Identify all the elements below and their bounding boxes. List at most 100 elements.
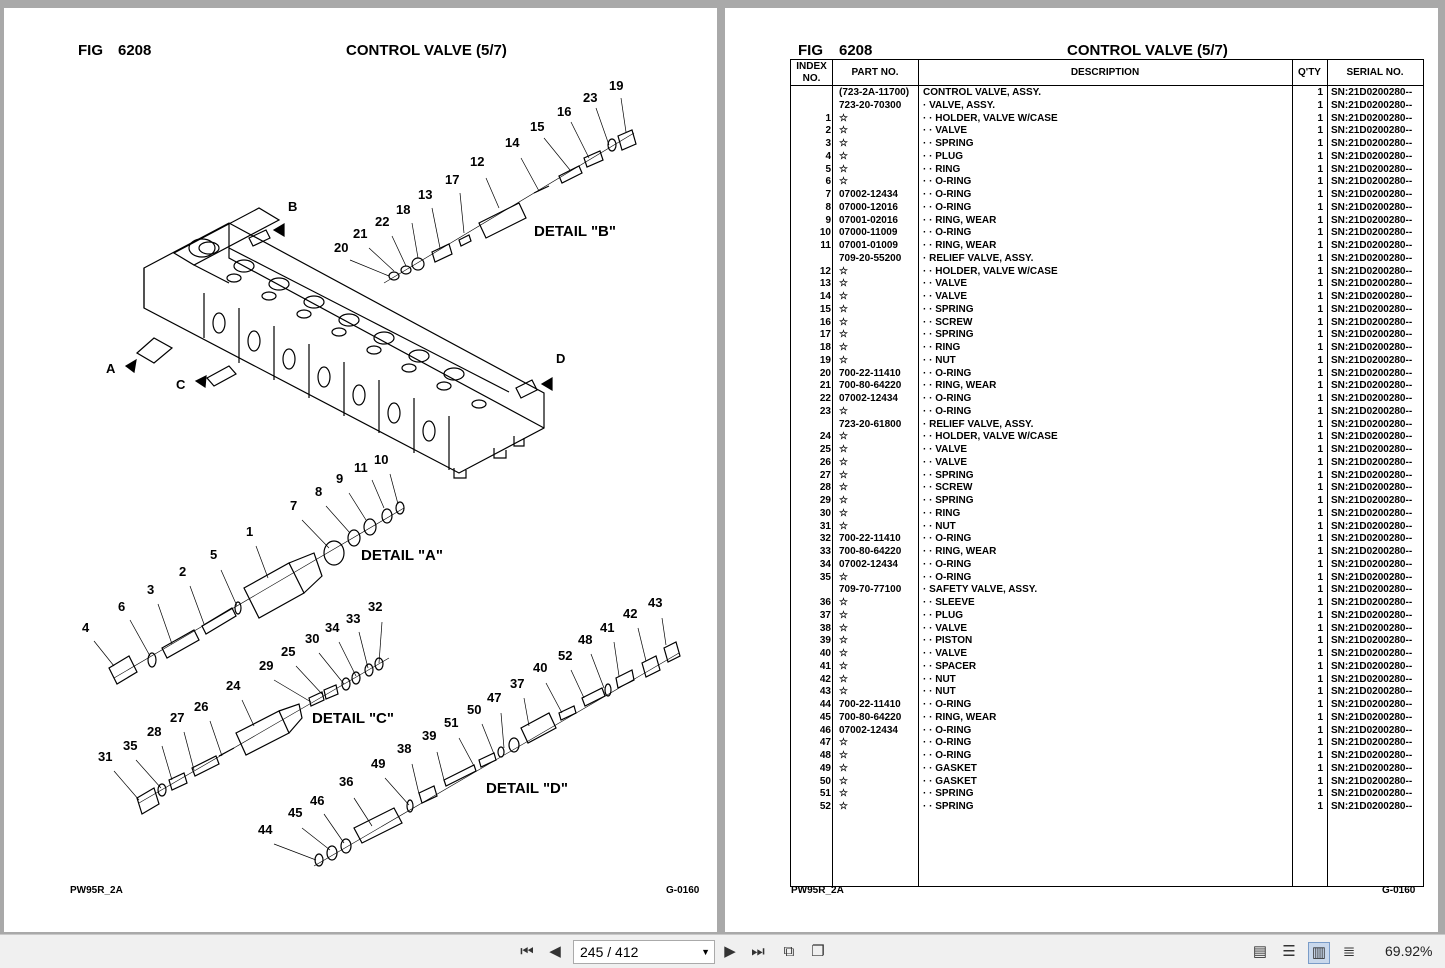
part-no-cell: 709-20-55200: [839, 252, 902, 264]
serial-no-cell: SN:21D0200280--: [1331, 444, 1413, 455]
index-cell: 6: [825, 176, 831, 188]
part-no-cell: ☆: [839, 660, 848, 672]
qty-cell: 1: [1317, 431, 1323, 443]
qty-cell: 1: [1317, 699, 1323, 710]
index-cell: 34: [819, 558, 831, 570]
description-cell: · · SPRING: [923, 495, 974, 506]
description-cell: · · NUT: [923, 686, 956, 698]
last-page-icon[interactable]: ⏭: [751, 943, 765, 960]
serial-no-cell: SN:21D0200280--: [1331, 597, 1413, 608]
index-cell: 47: [819, 737, 831, 749]
index-cell: 39: [819, 635, 831, 647]
index-cell: 20: [819, 367, 831, 379]
single-page-icon[interactable]: ▤: [1252, 943, 1268, 960]
valve-body: [124, 207, 553, 479]
part-no-cell: 07001-01009: [839, 240, 898, 251]
index-cell: 45: [819, 711, 831, 723]
part-no-cell: ☆: [839, 138, 848, 149]
callout: 47: [487, 690, 502, 705]
callout: 1: [246, 524, 254, 539]
port-label-b: B: [288, 199, 298, 214]
callout: 11: [354, 460, 368, 475]
callout: 42: [623, 606, 638, 621]
description-cell: · · SPRING: [923, 788, 974, 800]
rotate-icon[interactable]: ⧉: [783, 943, 795, 960]
description-cell: · · O-RING: [923, 533, 972, 545]
callout: 17: [445, 172, 460, 187]
serial-no-cell: SN:21D0200280--: [1331, 431, 1413, 443]
qty-cell: 1: [1317, 546, 1323, 557]
prev-page-icon[interactable]: ◀: [549, 943, 561, 960]
viewer-toolbar: ⏮ ◀ 245 / 412 ▼ ▶ ⏭ ⧉ ❐ ▤ ☰ ▥ ≣ 69.92%: [0, 934, 1445, 968]
description-cell: · · PISTON: [923, 635, 973, 647]
qty-cell: 1: [1317, 125, 1323, 137]
callout: 45: [288, 805, 303, 820]
next-page-icon[interactable]: ▶: [724, 943, 736, 960]
serial-no-cell: SN:21D0200280--: [1331, 252, 1413, 264]
part-no-cell: ☆: [839, 329, 848, 341]
serial-no-cell: SN:21D0200280--: [1331, 367, 1413, 379]
serial-no-cell: SN:21D0200280--: [1331, 99, 1413, 111]
index-cell: 32: [819, 533, 831, 545]
serial-no-cell: SN:21D0200280--: [1331, 163, 1413, 175]
serial-no-cell: SN:21D0200280--: [1331, 316, 1413, 328]
index-cell: 27: [819, 469, 831, 481]
index-cell: 51: [819, 788, 831, 800]
index-cell: 19: [819, 354, 831, 366]
copy-icon[interactable]: ❐: [811, 943, 825, 960]
description-cell: · · VALVE: [923, 456, 968, 468]
qty-cell: 1: [1317, 316, 1323, 328]
callout: 33: [346, 611, 361, 626]
two-page-continuous-icon[interactable]: ≣: [1342, 943, 1356, 960]
part-no-cell: ☆: [839, 762, 848, 774]
zoom-level[interactable]: 69.92%: [1385, 943, 1433, 959]
index-cell: 52: [819, 801, 831, 812]
detail-a-label: DETAIL "A": [361, 547, 444, 564]
qty-cell: 1: [1317, 87, 1323, 98]
qty-cell: 1: [1317, 507, 1323, 519]
part-no-cell: ☆: [839, 507, 848, 519]
description-cell: · · RING, WEAR: [923, 711, 997, 723]
callout: 4: [82, 620, 90, 635]
qty-cell: 1: [1317, 495, 1323, 506]
two-page-icon[interactable]: ▥: [1308, 942, 1330, 964]
index-cell: 33: [819, 546, 831, 557]
part-no-cell: ☆: [839, 354, 848, 366]
serial-no-cell: SN:21D0200280--: [1331, 240, 1413, 251]
first-page-icon[interactable]: ⏮: [520, 943, 534, 960]
description-cell: · · RING, WEAR: [923, 240, 997, 251]
index-cell: 49: [819, 762, 831, 774]
description-cell: · · SPRING: [923, 801, 974, 812]
header-part-no: PART NO.: [851, 67, 899, 78]
detail-d-label: DETAIL "D": [486, 780, 569, 797]
part-no-cell: 07002-12434: [839, 558, 898, 570]
callout: 48: [578, 632, 593, 647]
qty-cell: 1: [1317, 265, 1323, 277]
page-number-input[interactable]: 245 / 412 ▼: [573, 940, 715, 964]
qty-cell: 1: [1317, 673, 1323, 685]
index-cell: 42: [819, 673, 831, 685]
footer-left: PW95R_2A: [70, 885, 123, 896]
callout: 18: [396, 202, 411, 217]
page-title: CONTROL VALVE (5/7): [1067, 42, 1228, 59]
chevron-down-icon[interactable]: ▼: [701, 947, 710, 957]
part-no-cell: ☆: [839, 622, 848, 634]
continuous-icon[interactable]: ☰: [1282, 943, 1296, 960]
callout: 49: [371, 756, 386, 771]
part-no-cell: 07002-12434: [839, 189, 898, 200]
description-cell: · · NUT: [923, 673, 956, 685]
page-title: CONTROL VALVE (5/7): [346, 42, 507, 59]
description-cell: · · O-RING: [923, 724, 972, 736]
